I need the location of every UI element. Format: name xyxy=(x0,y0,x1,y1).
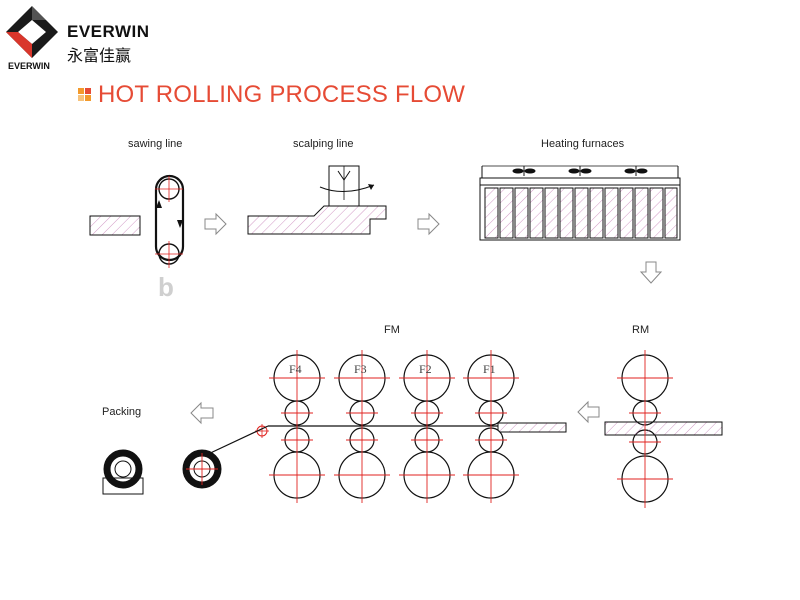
sawing-line-label: sawing line xyxy=(128,138,183,150)
packing-label: Packing xyxy=(102,406,142,418)
heating-furnace xyxy=(479,165,681,241)
fm-stand-label: F3 xyxy=(354,362,367,376)
flow-arrow-1 xyxy=(204,212,227,236)
billet xyxy=(89,215,141,236)
fm-stand-f3: F3 xyxy=(334,350,390,503)
rm-stand xyxy=(604,350,723,508)
heating-furnaces-label: Heating furnaces xyxy=(541,138,625,150)
fm-label: FM xyxy=(384,324,400,336)
sawing-stage xyxy=(89,174,185,268)
page-title: HOT ROLLING PROCESS FLOW xyxy=(98,81,466,108)
fm-stand-label: F1 xyxy=(483,362,496,376)
coiler-path xyxy=(203,424,269,457)
fm-stand-f2: F2 xyxy=(399,350,455,503)
fm-stand-f1: F1 xyxy=(463,350,519,503)
scalping-line-label: scalping line xyxy=(293,138,354,150)
fm-stand-label: F2 xyxy=(419,362,432,376)
flow-arrow-4 xyxy=(190,401,214,425)
brand-name: EVERWIN xyxy=(67,22,150,41)
brand-name-small: EVERWIN xyxy=(8,61,50,71)
everwin-logo-icon xyxy=(6,6,58,58)
band-saw xyxy=(154,174,185,268)
scalping-stage xyxy=(247,165,387,235)
rm-label: RM xyxy=(632,324,650,336)
fm-stand-label: F4 xyxy=(289,362,302,376)
brand: EVERWIN 永富佳赢 EVERWIN xyxy=(0,0,160,78)
fm-stands: F4 F3 F2 F1 xyxy=(269,350,519,503)
title-mark-icon xyxy=(78,88,92,102)
flow-arrow-3 xyxy=(577,400,600,424)
coil xyxy=(182,449,222,489)
packing-coil xyxy=(102,449,144,495)
watermark: b xyxy=(158,272,174,302)
brand-name-cn: 永富佳赢 xyxy=(67,46,132,65)
fm-stand-f4: F4 xyxy=(269,350,325,503)
flow-arrow-down xyxy=(639,261,663,284)
flow-arrow-2 xyxy=(417,212,440,236)
fm-strip-entry xyxy=(497,422,567,433)
